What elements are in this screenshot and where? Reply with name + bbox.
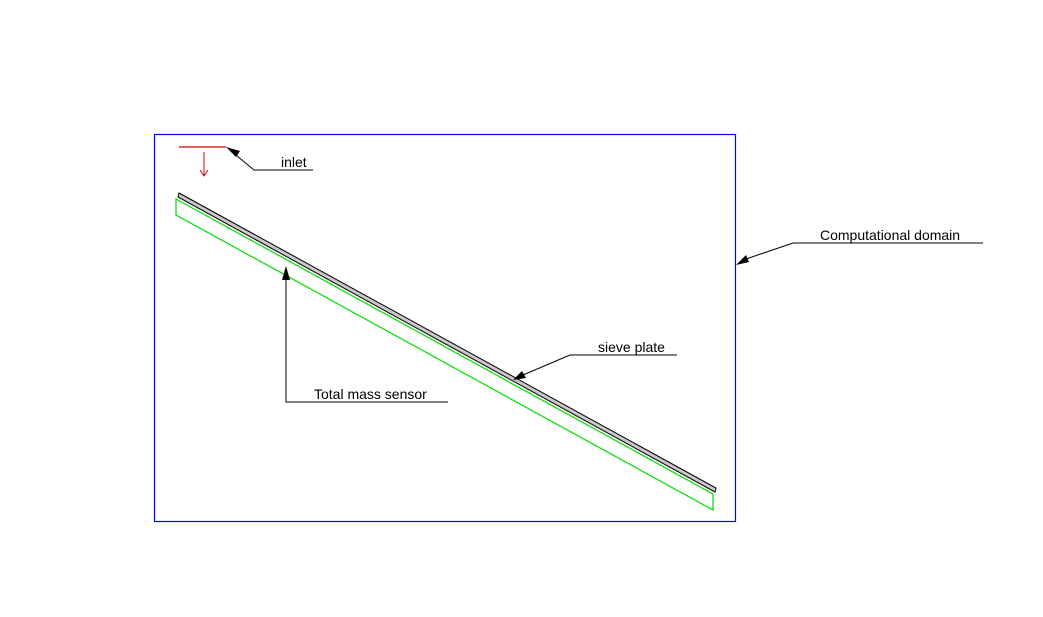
sieve-plate-leader: sieve plate: [513, 339, 677, 380]
total-mass-sensor-region: [175, 197, 714, 512]
inlet-label: inlet: [281, 154, 307, 170]
inlet-leader: inlet: [226, 147, 313, 171]
inlet-flow-arrow-head-icon: [199, 169, 209, 177]
total-mass-sensor-leader: Total mass sensor: [282, 266, 448, 403]
sieve-plate-leader-arrowhead-icon: [513, 371, 526, 380]
sieve-plate-leader-line: [522, 354, 677, 376]
computational-domain-label: Computational domain: [820, 227, 960, 243]
inlet-leader-arrowhead-icon: [226, 147, 240, 157]
total-mass-sensor-label: Total mass sensor: [314, 386, 427, 402]
sieve-plate-body: [177, 192, 717, 493]
sieve-plate: [177, 192, 717, 493]
sieve-plate-label: sieve plate: [598, 339, 665, 355]
inlet-leader-line: [235, 154, 313, 171]
computational-domain-leader-line: [745, 242, 983, 260]
computational-domain-leader-arrowhead-icon: [736, 255, 749, 265]
total-mass-sensor-leader-arrowhead-icon: [282, 266, 290, 280]
computational-domain-boundary: [153, 133, 737, 523]
computational-domain-leader: Computational domain: [736, 227, 983, 265]
inlet-boundary: [179, 146, 226, 177]
total-mass-sensor-leader-line: [285, 278, 448, 403]
